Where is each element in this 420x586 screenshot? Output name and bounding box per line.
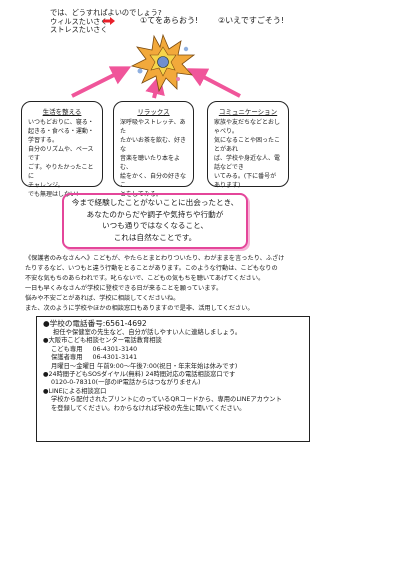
card-communication: コミュニケーション 家族や友だちなどとおしゃべり。 気になることや困ったことがあ…: [207, 101, 289, 189]
card-daily-life-title: 生活を整える: [42, 108, 82, 116]
option-stay-home: ②いえですごそう!: [218, 16, 285, 25]
child-phone: 06-4301-3140: [92, 345, 138, 353]
sos-phone: 0120-0-78310(一部のIP電話からはつながりません): [51, 379, 201, 387]
card-communication-text: 家族や友だちなどとおしゃべり。 気になることや困ったことがあれ ば、学校や身近な…: [214, 119, 281, 189]
line-consult: ●LINEによる相談窓口: [43, 387, 107, 395]
card-relax: リラックス 深呼吸やストレッチ、あた たかいお茶を飲む、好きな 音楽を聴いたり本…: [113, 101, 194, 198]
arrow-right: [186, 68, 241, 98]
parent-label: 保護者専用: [51, 354, 83, 362]
header-virus: ウィルスたいさく: [50, 16, 108, 26]
line-note-1: 学校から配付されたプリントにのっているQRコードから、専用のLINEアカウント: [51, 396, 282, 404]
parents-paragraph: 《保護者のみなさんへ》こどもが、やたらとまとわりついたり、わがままを言ったり、ふ…: [25, 255, 285, 312]
header-text: では、どうすればよいのでしょう? ウィルスたいさく ストレスたいさく: [50, 8, 162, 35]
card-relax-text: 深呼吸やストレッチ、あた たかいお茶を飲む、好きな 音楽を聴いたり本をよむ、 絵…: [120, 119, 187, 198]
option-handwash: ①てをあらおう!: [140, 16, 199, 25]
center-name: ●大阪市こども相談センター電話教育相談: [43, 337, 162, 345]
virus-burst-illustration: [130, 33, 196, 93]
header-stress: ストレスたいさく: [50, 25, 108, 34]
key-message-text: 今まで経験したことがないことに出会ったとき、 あなたのからだや調子や気持ちや行動…: [71, 198, 239, 242]
parent-phone: 06-4301-3141: [92, 354, 138, 362]
card-daily-life: 生活を整える いつもどおりに、寝る・起きる・食べる・運動・学習する。 自分のリズ…: [21, 101, 103, 198]
red-arrow-icon: [103, 17, 115, 25]
line-note-2: を登録してください。わからなければ学校の先生に聞いてください。: [51, 404, 246, 412]
school-note: 担任や保健室の先生など、自分が話しやすい人に連絡しましょう。: [53, 329, 242, 336]
card-communication-title: コミュニケーション: [218, 108, 278, 116]
center-hours: 月曜日〜金曜日 午前9:00〜午後7:00(祝日・年末年始は休みです): [51, 362, 238, 370]
child-label: こども専用: [51, 345, 83, 353]
contact-box: ●学校の電話番号:6561-4692 担任や保健室の先生など、自分が話しやすい人…: [36, 316, 310, 442]
sos-dial: ●24時間子どもSOSダイヤル(無料) 24時間対応の電話相談窓口です: [43, 371, 236, 379]
arrow-left: [71, 66, 132, 98]
header-question: では、どうすればよいのでしょう?: [50, 8, 162, 17]
school-phone: ●学校の電話番号:6561-4692: [43, 319, 147, 328]
card-relax-title: リラックス: [137, 108, 170, 116]
card-daily-life-text: いつもどおりに、寝る・起きる・食べる・運動・学習する。 自分のリズムや、ペースで…: [28, 119, 94, 198]
key-message-box: 今まで経験したことがないことに出会ったとき、 あなたのからだや調子や気持ちや行動…: [62, 193, 248, 249]
